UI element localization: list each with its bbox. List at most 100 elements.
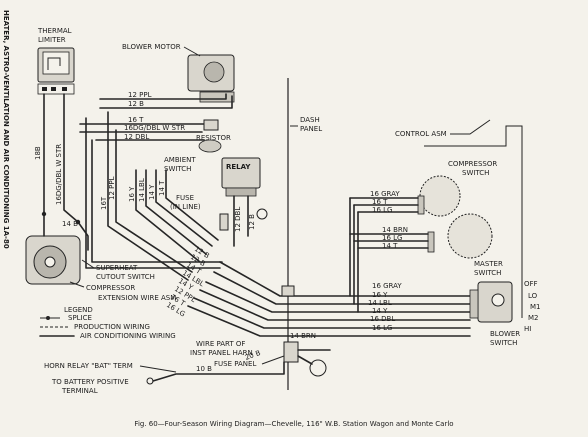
- thermal-limiter-pin: [51, 87, 56, 91]
- thermal-limiter-label: LIMITER: [38, 36, 66, 44]
- connector-ring: [256, 208, 268, 220]
- blower-switch-knob: [491, 293, 505, 307]
- wire-label-ms: 14 T: [382, 242, 398, 250]
- splice-dot: [75, 219, 81, 225]
- battery-label: TERMINAL: [61, 387, 98, 395]
- figure-caption: Fig. 60—Four-Season Wiring Diagram—Cheve…: [134, 420, 454, 428]
- blower-switch-label: SWITCH: [490, 339, 517, 347]
- wire-label-bs: 14 Y: [372, 307, 388, 315]
- wire-part-label: WIRE PART OF: [196, 340, 245, 348]
- wire-label-bs: 16 LG: [372, 324, 392, 332]
- bundle-wire: [219, 261, 471, 297]
- fuse-panel-body: [283, 341, 299, 363]
- fuse-panel-label: FUSE PANEL: [214, 360, 256, 368]
- horn-relay-label: HORN RELAY "BAT" TERM: [44, 362, 133, 370]
- wire-label-16dg-dbl: 16DG/DBL W STR: [55, 144, 63, 205]
- resistor-body: [203, 119, 219, 131]
- master-switch-label: MASTER: [474, 260, 503, 268]
- ambient-switch-label: AMBIENT: [164, 156, 196, 164]
- vertical-bundle-wire: [107, 111, 189, 281]
- extension-wire-label: EXTENSION WIRE ASM: [98, 294, 176, 302]
- harness-main-left: [85, 117, 221, 269]
- thermal-limiter-label: THERMAL: [37, 27, 72, 35]
- bundle-wire: [205, 281, 471, 313]
- compressor-switch-body: [419, 175, 461, 217]
- switch-position-m1: M1: [530, 303, 541, 311]
- wire-label-16-y: 16 Y: [128, 186, 136, 202]
- superheat-cutout-label: CUTOUT SWITCH: [96, 273, 155, 281]
- ambient-switch-label: SWITCH: [164, 165, 191, 173]
- thermal-limiter-pin: [42, 87, 47, 91]
- wire-part-label: INST PANEL HARN: [190, 349, 253, 357]
- wire-label-10-b: 10 B: [196, 365, 212, 373]
- dash-panel-label: DASH: [300, 116, 320, 124]
- panel-wire: [297, 355, 313, 365]
- thermal-limiter-face: [42, 51, 70, 75]
- blower-motor-hub: [203, 61, 225, 83]
- control-asm-leader: [450, 119, 491, 135]
- fuse-inline-body: [219, 213, 229, 231]
- switch-position-hi: HI: [524, 325, 531, 333]
- superheat-cutout-label: SUPERHEAT: [96, 264, 138, 272]
- wire-label-bs: 16 GRAY: [372, 282, 402, 290]
- wire-label-18b: 18B: [34, 146, 42, 160]
- legend-production: PRODUCTION WIRING: [74, 323, 150, 331]
- blower-motor-label: BLOWER MOTOR: [122, 43, 181, 51]
- compressor-leader: [69, 281, 85, 288]
- vertical-bundle-wire: [115, 129, 193, 273]
- ambient-switch-body: [198, 139, 222, 153]
- side-title: HEATER, ASTRO-VENTILATION AND AIR CONDIT…: [2, 10, 10, 249]
- wire-label-14-brn-panel: 14 BRN: [290, 332, 316, 340]
- vertical-bundle-wire: [155, 169, 213, 247]
- compressor-switch-label: COMPRESSOR: [448, 160, 497, 168]
- wire-label-12-dbl-fuse: 12 DBL: [234, 207, 242, 232]
- wire-label-16dg-dbl-w-str: 16DG/DBL W STR: [124, 124, 185, 132]
- wire-label-ms: 16 LG: [382, 234, 402, 242]
- legend-ac: AIR CONDITIONING WIRING: [80, 332, 176, 340]
- wire-label-bs: 14 LBL: [368, 299, 392, 307]
- wire-12-b: [99, 95, 233, 109]
- switch-position-off: OFF: [524, 280, 538, 288]
- wire-label-12-ppl-v: 12 PPL: [108, 176, 116, 200]
- wire-label-14-y: 14 Y: [148, 184, 156, 200]
- wire-label-16t: 16T: [100, 196, 108, 210]
- wire-label-14-b: 14 B: [62, 220, 78, 228]
- compressor-label: COMPRESSOR: [86, 284, 135, 292]
- harness-main-left-b: [91, 139, 223, 263]
- wire-label-cs: 16 LG: [372, 206, 392, 214]
- switch-position-lo: LO: [528, 292, 538, 300]
- battery-terminal: [146, 377, 154, 385]
- bundle-wire: [199, 289, 471, 321]
- splice-dot: [41, 211, 47, 217]
- bundle-wire: [193, 297, 471, 329]
- wire-label-12-ppl: 12 PPL: [128, 91, 152, 99]
- compressor-switch-label: SWITCH: [462, 169, 489, 177]
- wire-12-ppl: [99, 93, 227, 100]
- master-switch-connector: [427, 231, 435, 253]
- legend-title: LEGEND: [64, 306, 93, 314]
- wire-label-bs: 16 DBL: [370, 315, 395, 323]
- bundle-wire: [213, 271, 471, 305]
- grommet: [281, 285, 295, 297]
- wire-label-cs: 16 T: [372, 198, 388, 206]
- fuse-panel-leader: [261, 355, 285, 365]
- wire-label-ms: 14 BRN: [382, 226, 408, 234]
- blower-motor-connector: [199, 91, 235, 103]
- wire-label-12-dbl: 12 DBL: [124, 133, 149, 141]
- wire-label-14-t: 14 T: [158, 180, 166, 196]
- vertical-bundle-wire: [145, 169, 207, 255]
- compressor-switch-connector: [417, 195, 425, 215]
- wire-label-bs: 16 Y: [372, 291, 388, 299]
- wire-label-14-lbl: 14 LBL: [138, 178, 146, 202]
- thermal-limiter-pin: [62, 87, 67, 91]
- relay-label: RELAY: [226, 163, 251, 171]
- switch-position-m2: M2: [528, 314, 539, 322]
- legend-splice: SPLICE: [68, 314, 92, 322]
- dash-panel-label: PANEL: [300, 125, 322, 133]
- vertical-bundle-wire: [165, 169, 219, 241]
- fuse-inline-label: FUSE: [176, 194, 194, 202]
- relay-base: [225, 187, 257, 197]
- control-asm-label: CONTROL ASM: [395, 130, 447, 138]
- wire-16dg-dbl: [63, 93, 79, 223]
